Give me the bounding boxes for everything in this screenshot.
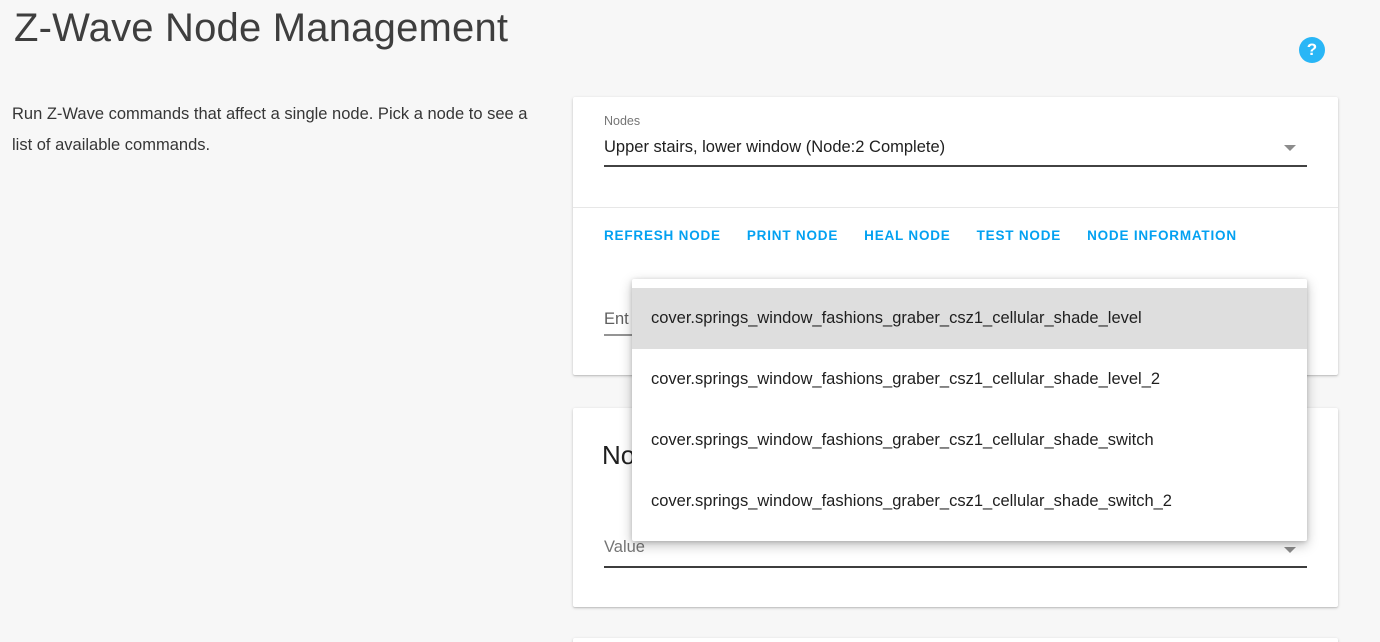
page-description: Run Z-Wave commands that affect a single… [12, 105, 528, 154]
node-command-buttons: REFRESH NODE PRINT NODE HEAL NODE TEST N… [604, 228, 1237, 243]
nodes-select-label: Nodes [604, 114, 641, 128]
entity-input-text: Ent [604, 310, 629, 328]
entity-input-underline [604, 334, 634, 336]
nodes-select-value: Upper stairs, lower window (Node:2 Compl… [604, 138, 946, 156]
page-title: Z-Wave Node Management [14, 6, 509, 50]
chevron-down-icon[interactable] [1284, 145, 1296, 151]
card-divider [573, 207, 1338, 208]
entity-dropdown-menu: cover.springs_window_fashions_graber_csz… [632, 279, 1307, 541]
next-card-partial [573, 638, 1338, 642]
chevron-down-icon[interactable] [1284, 547, 1296, 553]
heal-node-button[interactable]: HEAL NODE [864, 228, 951, 243]
config-card-heading: No [602, 440, 636, 470]
entity-option[interactable]: cover.springs_window_fashions_graber_csz… [632, 288, 1307, 349]
help-icon[interactable]: ? [1299, 37, 1325, 63]
node-information-button[interactable]: NODE INFORMATION [1087, 228, 1237, 243]
entity-option[interactable]: cover.springs_window_fashions_graber_csz… [651, 431, 1154, 449]
entity-option[interactable]: cover.springs_window_fashions_graber_csz… [651, 492, 1172, 510]
value-select-underline [604, 566, 1307, 568]
print-node-button[interactable]: PRINT NODE [746, 228, 839, 243]
entity-option[interactable]: cover.springs_window_fashions_graber_csz… [651, 370, 1161, 388]
help-icon-glyph: ? [1306, 40, 1318, 59]
nodes-select-underline [604, 165, 1307, 167]
value-select-label: Value [604, 538, 645, 556]
test-node-button[interactable]: TEST NODE [976, 228, 1062, 243]
refresh-node-button[interactable]: REFRESH NODE [604, 228, 721, 243]
